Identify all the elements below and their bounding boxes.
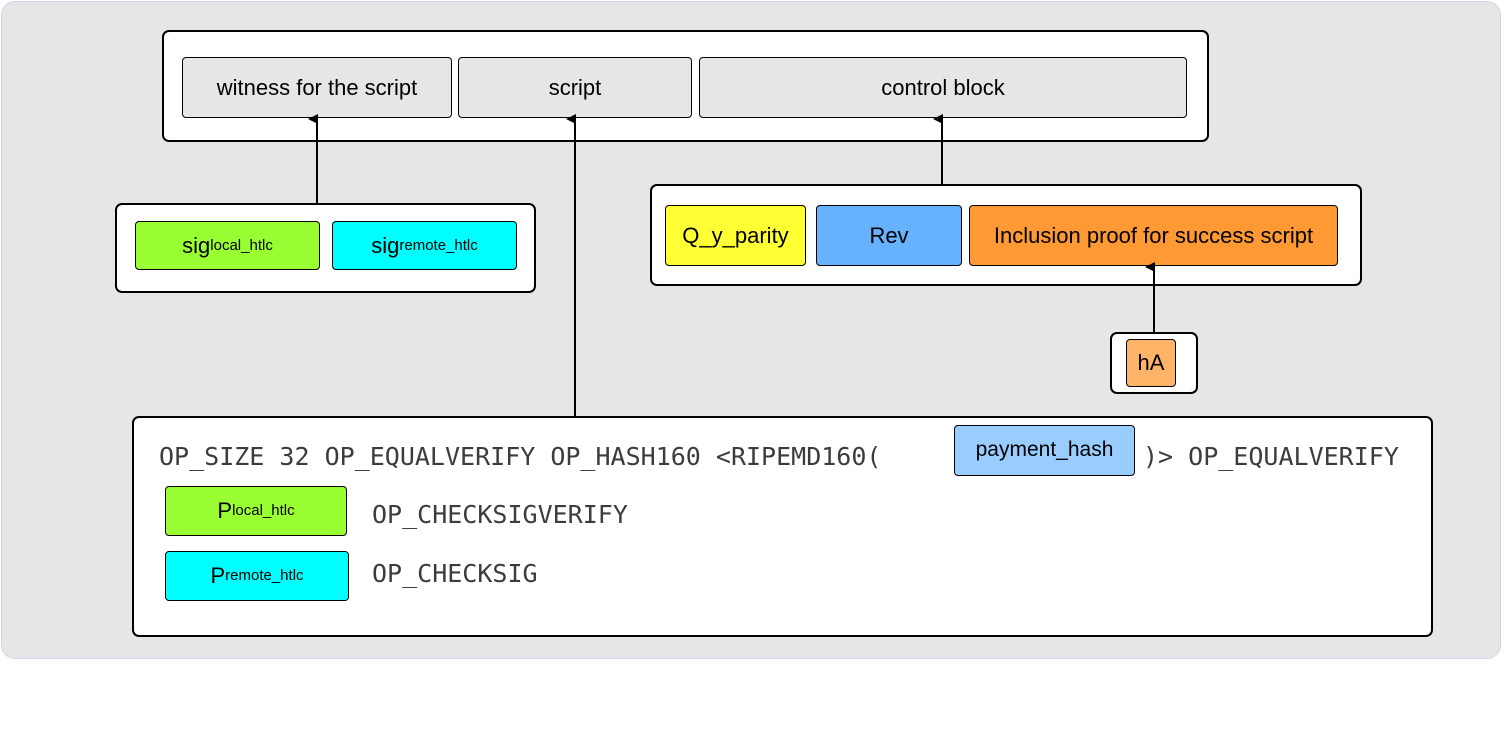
ha-cell: hA: [1126, 339, 1176, 387]
witness-for-script-label: witness for the script: [216, 74, 418, 100]
p-local-base: P: [217, 498, 233, 523]
ha-label: hA: [1137, 350, 1165, 375]
script-line2-op: OP_CHECKSIGVERIFY: [372, 500, 628, 529]
control-block-cell: control block: [699, 57, 1187, 118]
control-block-label: control block: [881, 74, 1005, 100]
sig-remote-base: sig: [371, 232, 400, 258]
inclusion-proof-cell: Inclusion proof for success script: [969, 205, 1338, 266]
sig-local-base: sig: [182, 232, 211, 258]
script-line1-suffix: )> OP_EQUALVERIFY: [1143, 442, 1399, 471]
script-line1-prefix: OP_SIZE 32 OP_EQUALVERIFY OP_HASH160 <RI…: [159, 442, 882, 471]
rev-label: Rev: [869, 222, 909, 248]
q-y-parity-cell: Q_y_parity: [665, 205, 806, 266]
payment-hash-label: payment_hash: [975, 438, 1114, 461]
p-remote-base: P: [210, 563, 226, 588]
inclusion-proof-label: Inclusion proof for success script: [993, 222, 1314, 248]
script-cell: script: [458, 57, 692, 118]
q-y-parity-label: Q_y_parity: [682, 222, 789, 248]
payment-hash-cell: payment_hash: [954, 425, 1135, 476]
script-line3-op: OP_CHECKSIG: [372, 559, 538, 588]
rev-cell: Rev: [816, 205, 962, 266]
script-label: script: [548, 74, 602, 100]
script-container: [132, 416, 1433, 637]
